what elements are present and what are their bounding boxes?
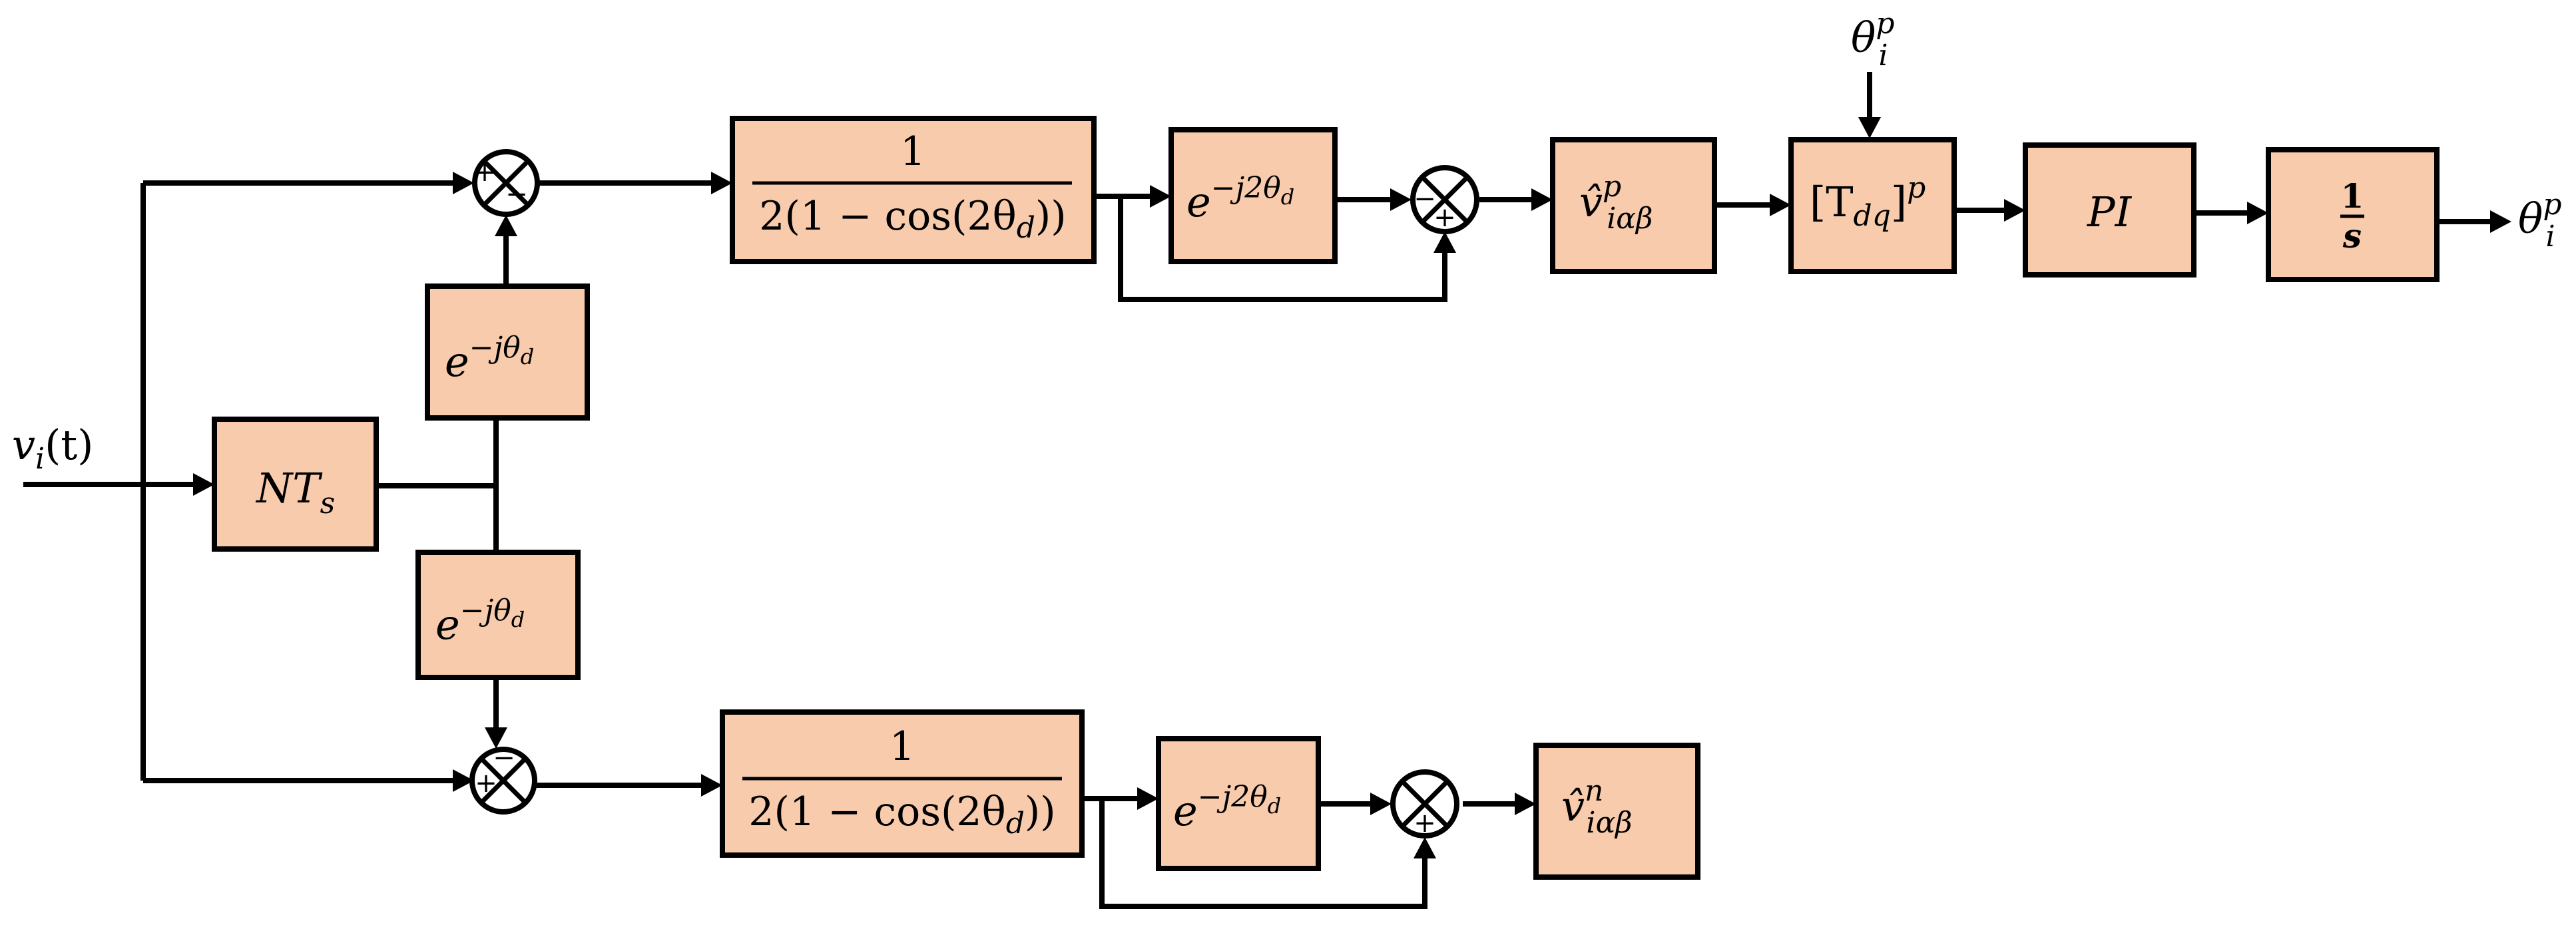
arrowhead-bypass-lower <box>1414 837 1436 858</box>
arrowhead-upper-sum-bottom <box>495 215 517 236</box>
arrowhead-rot2-lower <box>1137 787 1159 810</box>
sum-upper-minus-sign: − <box>505 179 528 210</box>
sum-upper-plus-sign: + <box>473 157 496 188</box>
rotation-block-lower <box>415 550 581 680</box>
gain-block-upper <box>730 116 1097 264</box>
arrowhead-input <box>193 473 214 496</box>
arrowhead-bypass-upper <box>1433 232 1456 253</box>
rotation2-block-upper <box>1168 127 1338 264</box>
arrowhead-vneg <box>1515 793 1536 815</box>
gain-lower-denominator: 2(1 − cos(2θd)) <box>748 789 1055 840</box>
wire-bypass-upper <box>1118 196 1447 302</box>
rotation-upper-label: e−jθd <box>445 331 534 386</box>
sum2-upper-plus-sign: + <box>1433 202 1456 233</box>
pi-block <box>2023 142 2196 278</box>
arrowhead-sum2-upper <box>1390 188 1412 211</box>
arrowhead-int <box>2247 202 2268 224</box>
input-label: vi(t) <box>12 421 93 476</box>
rotation2-block-lower <box>1156 736 1321 871</box>
arrowheads <box>193 117 2511 858</box>
gain-block-lower <box>720 709 1085 858</box>
v-pos-block <box>1550 137 1717 274</box>
arrowhead-pi <box>2004 199 2025 222</box>
arrowhead-lower-sum-top <box>485 727 507 749</box>
wire-bypass-lower <box>1099 799 1427 909</box>
transform-block <box>1788 137 1957 274</box>
gain-upper-denominator: 2(1 − cos(2θd)) <box>759 193 1066 245</box>
sum-junction-upper: + − <box>472 149 540 217</box>
rotation-lower-label: e−jθd <box>435 594 525 649</box>
sum-lower-minus-sign: − <box>493 743 515 773</box>
integrator-numerator: 1 <box>2341 176 2364 216</box>
arrowhead-rot2-upper <box>1150 185 1171 208</box>
v-neg-block <box>1533 743 1700 880</box>
arrowhead-sum2-lower <box>1370 793 1392 815</box>
delay-block-label: NTs <box>255 464 335 520</box>
gain-upper-numerator: 1 <box>900 128 925 175</box>
delay-block <box>212 417 379 552</box>
sum2-upper-minus-sign: − <box>1414 184 1436 214</box>
arrowhead-vpos <box>1531 188 1553 211</box>
sum-junction-upper-2: − + <box>1410 165 1479 234</box>
arrowhead-tdq <box>1770 194 1791 216</box>
rotation2-upper-label: e−j2θd <box>1186 171 1294 226</box>
rotation-block-upper <box>425 283 590 421</box>
sum-lower-plus-sign: + <box>475 768 497 799</box>
sum-junction-lower-2: + <box>1390 769 1459 838</box>
summing-junctions: + − − + − + + <box>469 149 1479 838</box>
sum2-lower-plus-sign: + <box>1414 808 1436 838</box>
pi-label: PI <box>2087 188 2133 236</box>
arrowhead-lower-sum-left <box>453 769 474 792</box>
transform-label: [Tdq]p <box>1810 171 1926 233</box>
sum-junction-lower: − + <box>469 743 537 815</box>
arrowhead-gain-upper <box>711 172 732 194</box>
blocks <box>212 116 2440 880</box>
arrowhead-upper-sum-left <box>453 172 474 194</box>
rotation2-lower-label: e−j2θd <box>1173 780 1281 835</box>
arrowhead-gain-lower <box>701 774 722 797</box>
arrowhead-output <box>2490 210 2511 233</box>
gain-lower-numerator: 1 <box>890 723 915 770</box>
arrowhead-theta-feedback <box>1858 117 1881 138</box>
signal-wires <box>23 72 2495 909</box>
integrator-denominator: s <box>2342 216 2362 256</box>
